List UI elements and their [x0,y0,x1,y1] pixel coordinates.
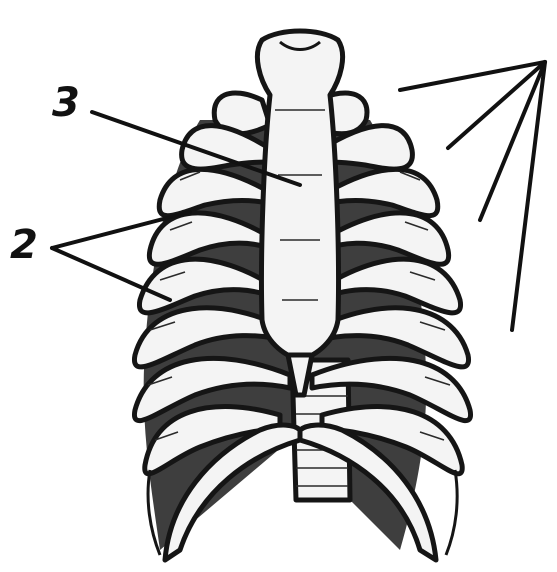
label-2: 2 [10,222,38,268]
right-pointer-2 [448,62,545,148]
sternum [257,31,342,395]
right-pointer-1 [400,62,545,90]
right-floating-rib [446,470,457,555]
label-3: 3 [52,80,80,126]
